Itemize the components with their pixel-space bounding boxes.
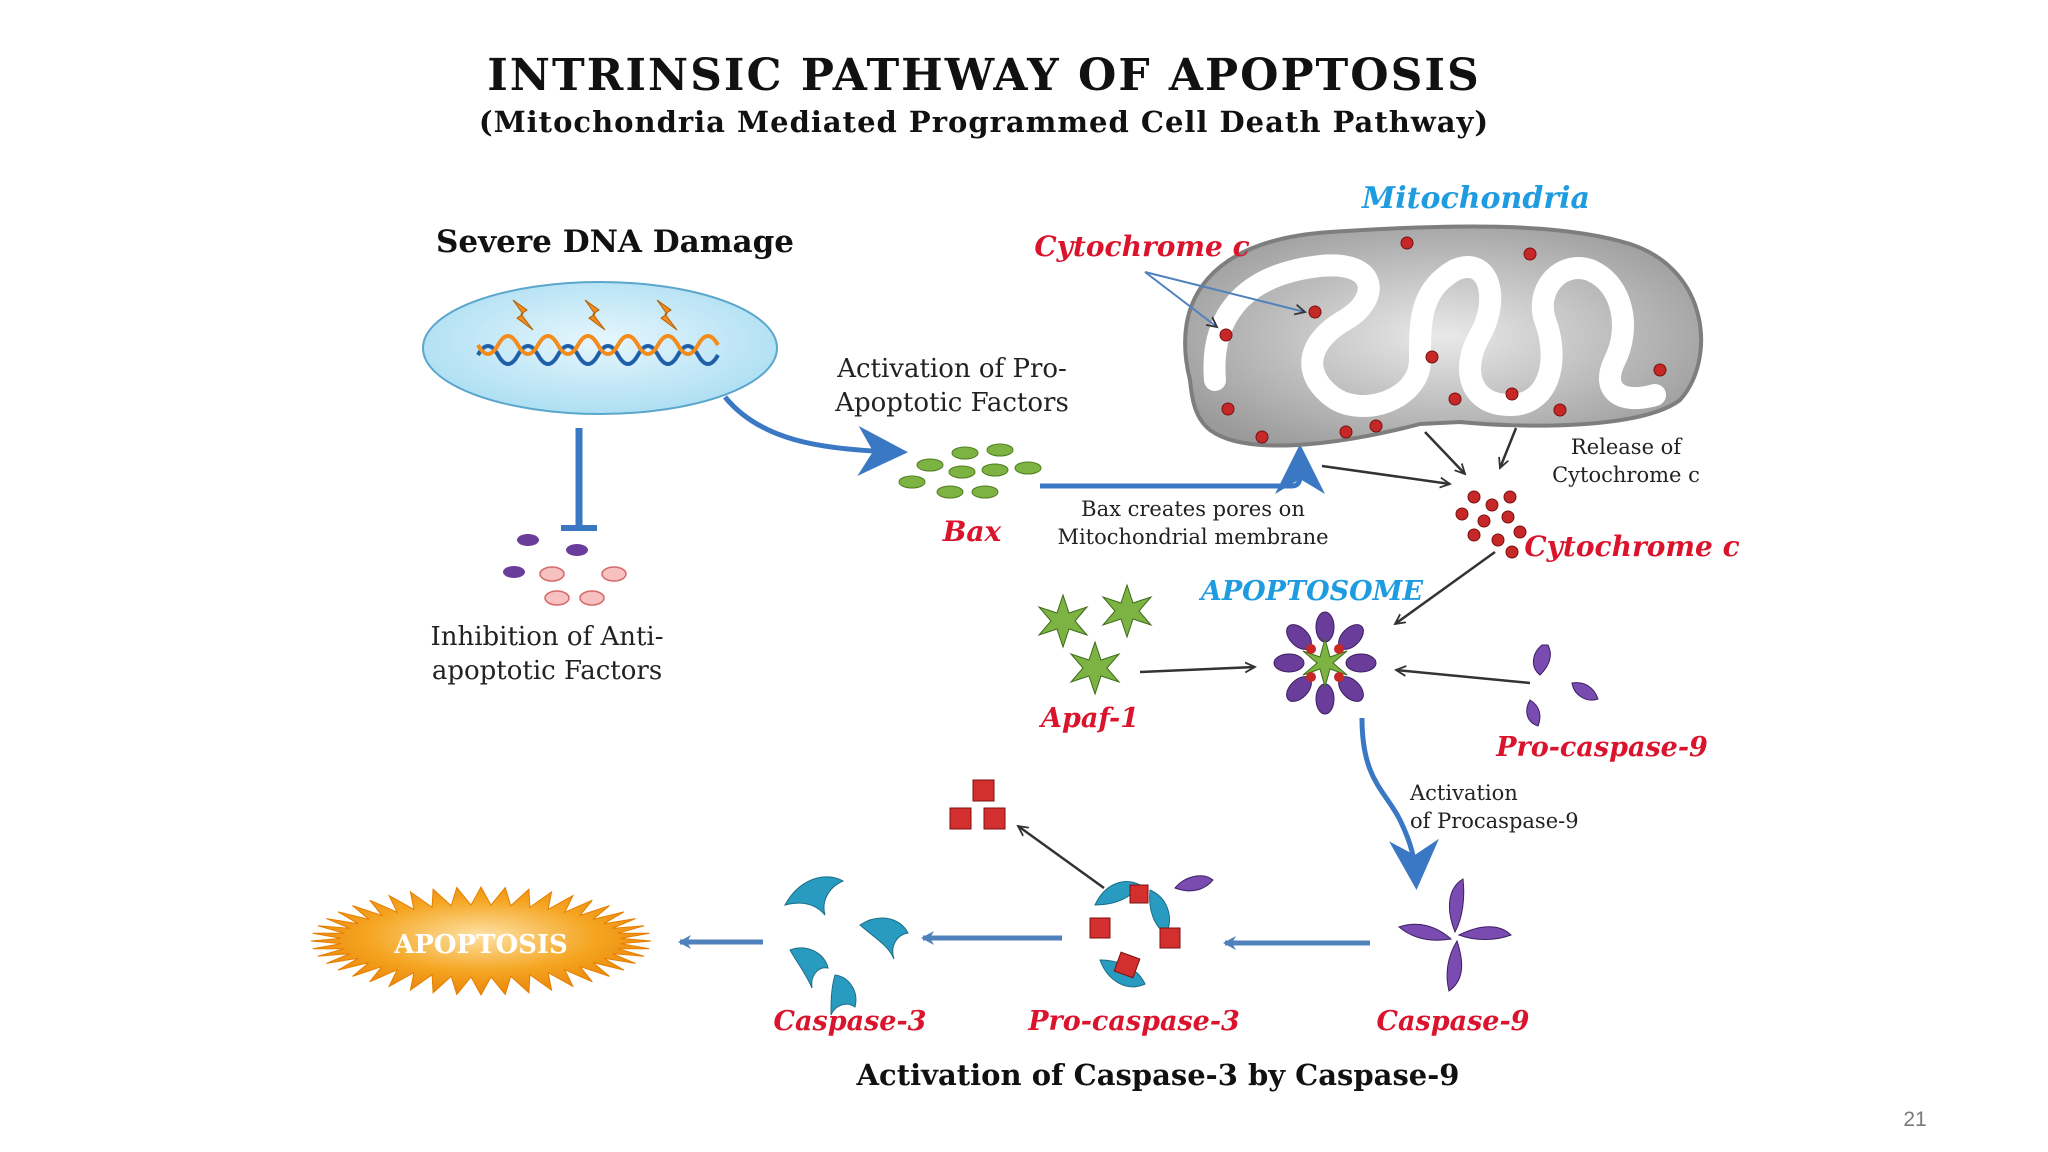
bax-pore-arrow bbox=[1040, 444, 1325, 494]
caspase9-label: Caspase-9 bbox=[1377, 1006, 1530, 1037]
cytochrome-cluster-icon bbox=[1455, 490, 1527, 559]
activation-label-line2: Apoptotic Factors bbox=[834, 388, 1069, 418]
apaf1-to-apoptosome-arrow bbox=[1139, 667, 1255, 674]
anti-apoptotic-factors-icon bbox=[503, 534, 627, 606]
release-arrows bbox=[1321, 427, 1518, 484]
cytochrome-to-apoptosome-arrow bbox=[1395, 550, 1496, 624]
apoptosome-label: APOPTOSOME bbox=[1198, 576, 1424, 607]
procaspase9-to-apoptosome-arrow bbox=[1396, 670, 1531, 685]
activation-arrow bbox=[723, 395, 908, 476]
inhibition-label-line2: apoptotic Factors bbox=[432, 656, 662, 686]
apoptosis-burst: APOPTOSIS bbox=[310, 885, 652, 997]
caspase3-label: Caspase-3 bbox=[774, 1006, 927, 1037]
activation-procaspase9-line2: of Procaspase-9 bbox=[1410, 809, 1579, 833]
apaf1-label: Apaf-1 bbox=[1038, 703, 1139, 734]
apoptosome-icon bbox=[1273, 611, 1377, 715]
release-label-line1: Release of bbox=[1571, 435, 1683, 459]
inhibition-label-line1: Inhibition of Anti- bbox=[430, 622, 663, 652]
mitochondria-icon bbox=[1183, 224, 1704, 448]
activation-label-line1: Activation of Pro- bbox=[836, 354, 1067, 384]
mitochondria-label: Mitochondria bbox=[1361, 181, 1590, 216]
procaspase9-label: Pro-caspase-9 bbox=[1495, 732, 1708, 763]
page-subtitle: (Mitochondria Mediated Programmed Cell D… bbox=[479, 105, 1489, 139]
inhibition-connector bbox=[561, 428, 597, 531]
page-number: 21 bbox=[1903, 1108, 1926, 1131]
cytochrome-right-label: Cytochrome c bbox=[1524, 530, 1739, 563]
page-title: INTRINSIC PATHWAY OF APOPTOSIS bbox=[487, 50, 1481, 101]
cleaved-fragments-icon bbox=[949, 779, 1006, 830]
dna-damage-label: Severe DNA Damage bbox=[436, 224, 794, 260]
bax-pores-label-line1: Bax creates pores on bbox=[1081, 497, 1305, 521]
bax-label: Bax bbox=[942, 515, 1002, 548]
procaspase3-to-products-arrow bbox=[1018, 826, 1105, 890]
activation-procaspase9-arrow bbox=[1359, 717, 1439, 890]
procaspase3-label: Pro-caspase-3 bbox=[1027, 1006, 1240, 1037]
cytochrome-pointer-lines bbox=[1144, 271, 1305, 327]
cytochrome-top-label: Cytochrome c bbox=[1034, 230, 1249, 263]
release-label-line2: Cytochrome c bbox=[1552, 463, 1700, 487]
apoptosis-label: APOPTOSIS bbox=[393, 930, 568, 960]
activation-procaspase9-line1: Activation bbox=[1409, 781, 1518, 805]
apaf1-icon bbox=[1037, 583, 1153, 696]
procaspase3-icon bbox=[1089, 875, 1214, 988]
caspase3-icon bbox=[784, 876, 909, 1016]
bax-pores-label-line2: Mitochondrial membrane bbox=[1057, 525, 1328, 549]
bax-icon bbox=[898, 443, 1042, 499]
procaspase9-icon bbox=[1526, 644, 1599, 727]
caspase9-icon bbox=[1397, 878, 1512, 992]
dna-damage-icon bbox=[422, 281, 778, 415]
bottom-caption: Activation of Caspase-3 by Caspase-9 bbox=[856, 1058, 1460, 1092]
